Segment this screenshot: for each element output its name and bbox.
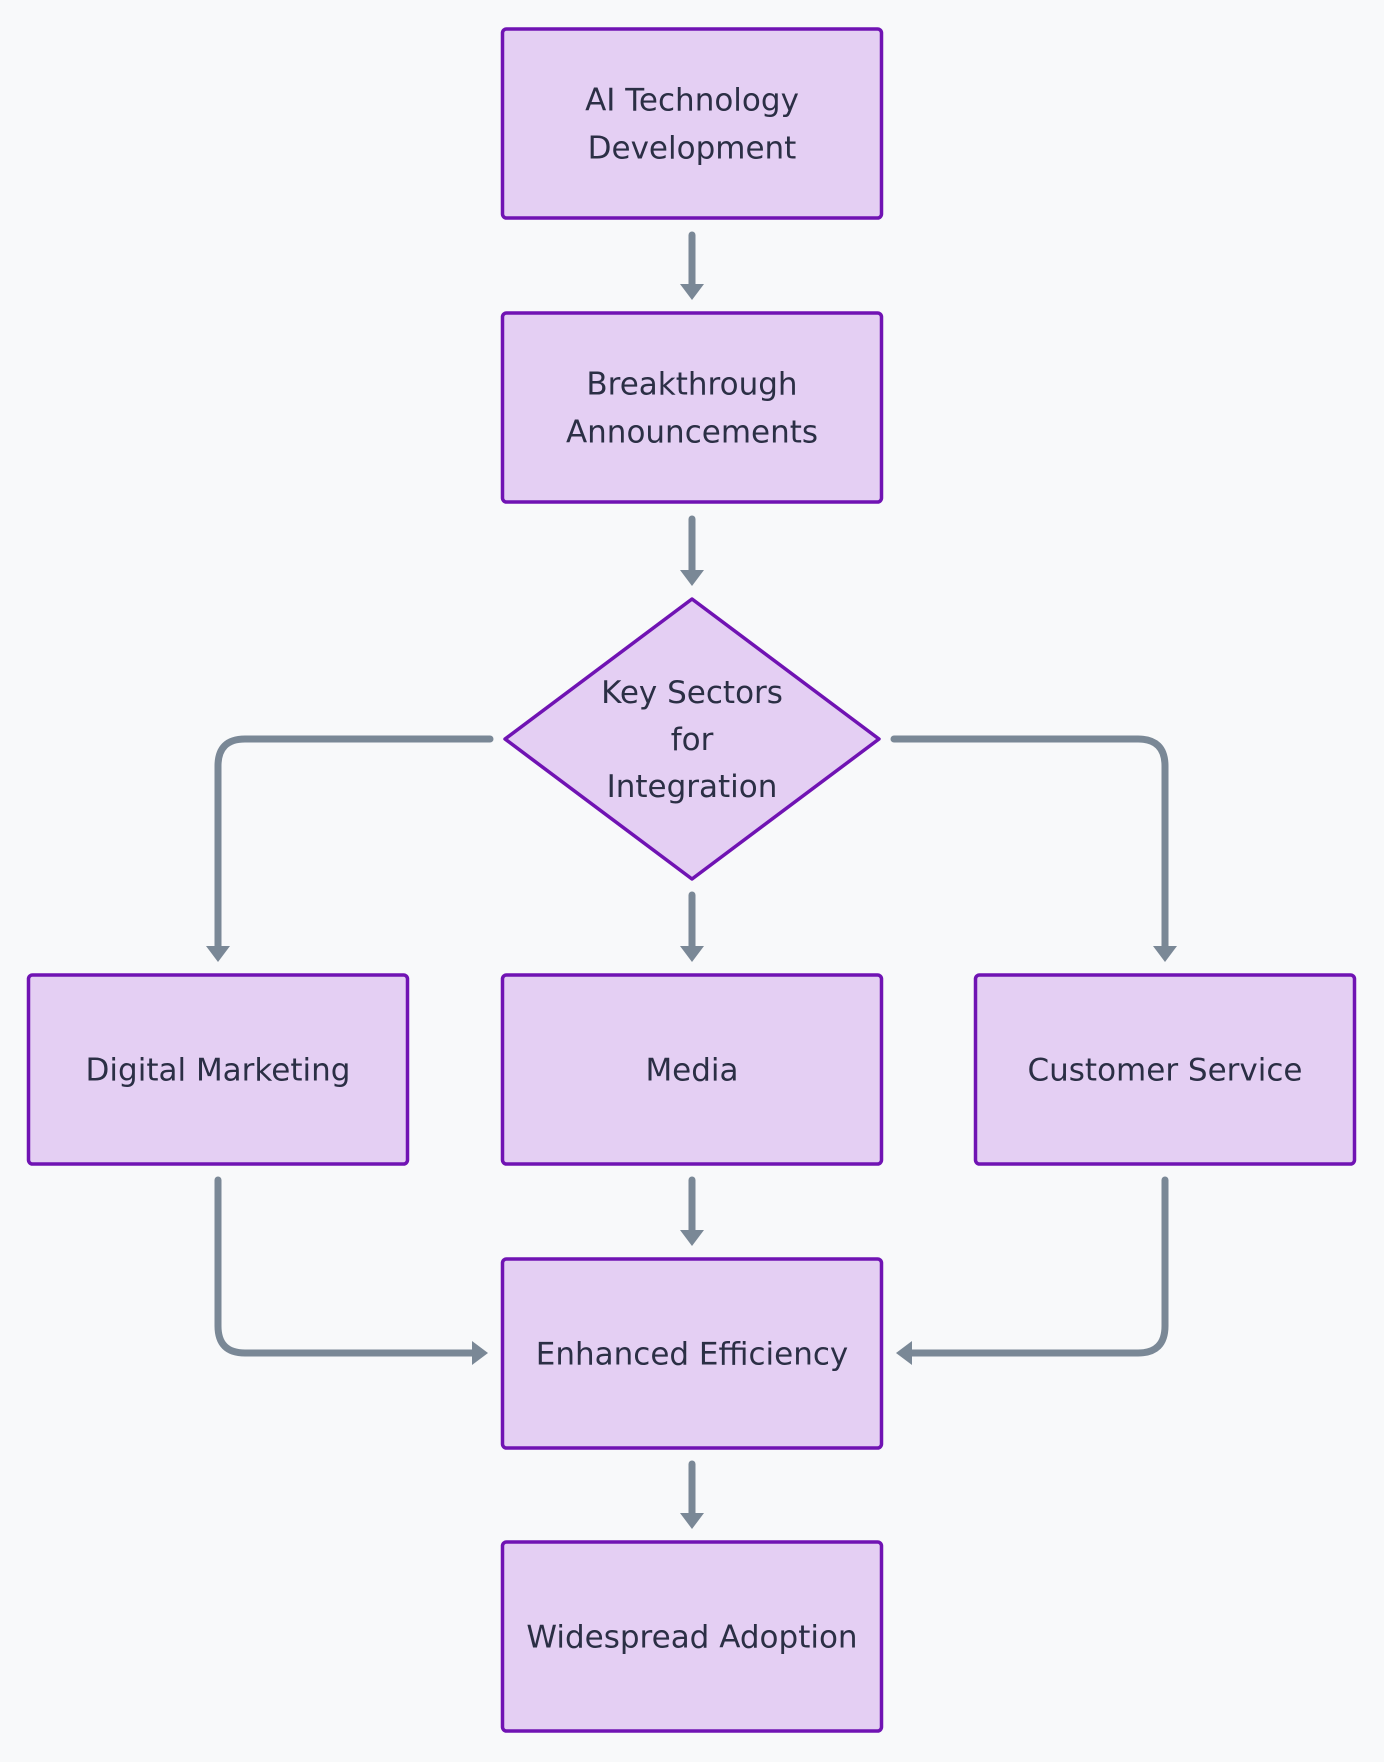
arrowhead-icon xyxy=(206,946,230,962)
node-label: AI Technology xyxy=(585,83,799,119)
process-box xyxy=(500,27,884,220)
arrowhead-icon xyxy=(1153,946,1177,962)
process-box xyxy=(500,973,884,1166)
node-digital-marketing[interactable]: Digital Marketing xyxy=(26,973,410,1166)
node-label: Enhanced Efficiency xyxy=(536,1337,849,1373)
process-box xyxy=(500,1257,884,1450)
nodes-layer: AI TechnologyDevelopmentBreakthroughAnno… xyxy=(26,27,1357,1733)
edge-ai_dev-to-breakthrough xyxy=(680,231,704,300)
edge-customer_service-to-enhanced_efficiency xyxy=(896,1176,1169,1365)
node-label: Media xyxy=(645,1053,738,1089)
edge-key_sectors-to-digital_marketing xyxy=(206,735,494,962)
decision-diamond xyxy=(503,597,881,881)
process-box xyxy=(973,973,1357,1166)
arrowhead-icon xyxy=(680,1513,704,1529)
edges-layer xyxy=(206,231,1177,1529)
edge-media-to-enhanced_efficiency xyxy=(680,1176,704,1246)
process-box xyxy=(500,311,884,504)
node-widespread-adoption[interactable]: Widespread Adoption xyxy=(500,1540,884,1733)
node-label: Announcements xyxy=(566,415,818,451)
node-label: for xyxy=(671,722,714,758)
node-customer-service[interactable]: Customer Service xyxy=(973,973,1357,1166)
arrowhead-icon xyxy=(680,946,704,962)
edge-line xyxy=(890,735,1169,957)
edge-line xyxy=(214,735,494,957)
node-label: Integration xyxy=(607,769,778,805)
node-label: Customer Service xyxy=(1027,1053,1302,1089)
node-label: Key Sectors xyxy=(601,675,783,711)
edge-key_sectors-to-customer_service xyxy=(890,735,1177,962)
arrowhead-icon xyxy=(896,1341,912,1365)
edge-line xyxy=(902,1176,1169,1357)
node-label: Breakthrough xyxy=(586,367,797,403)
arrowhead-icon xyxy=(680,570,704,586)
node-label: Widespread Adoption xyxy=(526,1620,857,1656)
arrowhead-icon xyxy=(472,1341,488,1365)
process-box xyxy=(500,1540,884,1733)
edge-line xyxy=(214,1176,482,1357)
arrowhead-icon xyxy=(680,1230,704,1246)
edge-enhanced_efficiency-to-widespread_adoption xyxy=(680,1460,704,1529)
node-label: Digital Marketing xyxy=(86,1053,351,1089)
process-box xyxy=(26,973,410,1166)
edge-key_sectors-to-media xyxy=(680,891,704,962)
node-label: Development xyxy=(588,131,797,167)
edge-breakthrough-to-key_sectors xyxy=(680,515,704,586)
node-media[interactable]: Media xyxy=(500,973,884,1166)
arrowhead-icon xyxy=(680,284,704,300)
edge-digital_marketing-to-enhanced_efficiency xyxy=(214,1176,488,1365)
node-enhanced-efficiency[interactable]: Enhanced Efficiency xyxy=(500,1257,884,1450)
